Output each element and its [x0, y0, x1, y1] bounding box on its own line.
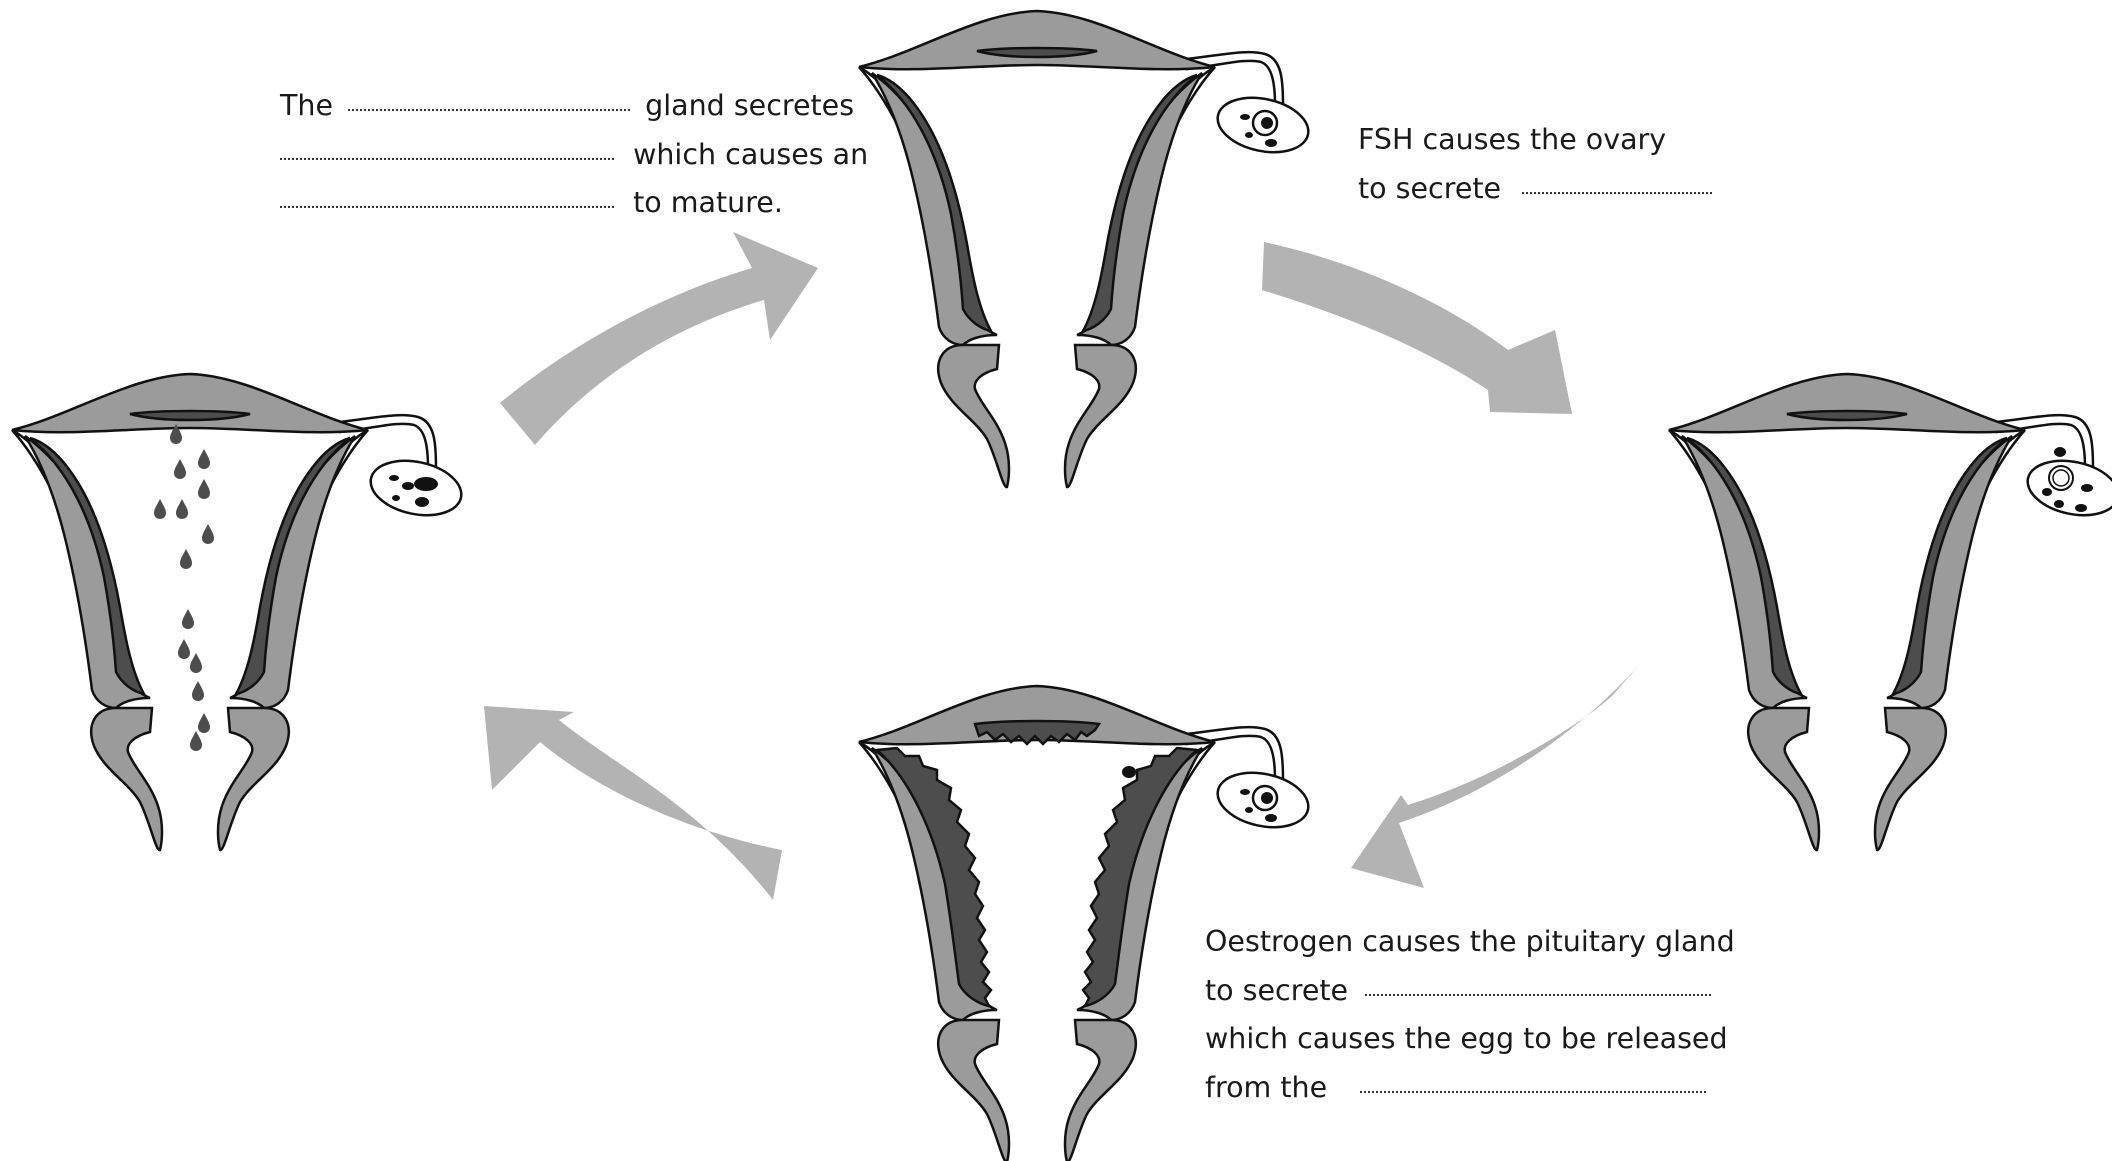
caption-oestrogen-line3: which causes the egg to be released — [1205, 1015, 1728, 1064]
arrow-ovary-to-lining — [1351, 656, 1647, 888]
blank-hormone-secreted[interactable] — [280, 158, 614, 160]
blood-drops — [154, 424, 214, 751]
caption-fsh-line2-pre: to secrete — [1358, 165, 1501, 214]
caption-oestrogen-line1: Oestrogen causes the pituitary gland — [1205, 918, 1735, 967]
arrow-pituitary-to-ovary — [1262, 242, 1572, 414]
caption-oestrogen: Oestrogen causes the pituitary gland to … — [1205, 918, 1735, 1112]
caption-oestrogen-line4-pre: from the — [1205, 1064, 1327, 1113]
caption-pituitary-line1-post: gland secretes — [645, 82, 854, 131]
blank-gland-name[interactable] — [348, 109, 630, 111]
uterus-menstruation — [12, 374, 466, 850]
caption-fsh-line1: FSH causes the ovary — [1358, 116, 1666, 165]
caption-oestrogen-line2-pre: to secrete — [1205, 967, 1348, 1016]
caption-pituitary-line3-post: to mature. — [633, 179, 783, 228]
uterus-top — [859, 11, 1313, 487]
caption-pituitary-line1-pre: The — [280, 82, 333, 131]
blank-egg-released-from[interactable] — [1360, 1091, 1706, 1093]
blank-ovary-secretes[interactable] — [1522, 192, 1712, 194]
blank-pituitary-secretes[interactable] — [1365, 994, 1711, 996]
blank-thing-matures[interactable] — [280, 206, 614, 208]
uterus-right — [1669, 374, 2112, 850]
caption-pituitary-line2-post: which causes an — [633, 131, 868, 180]
caption-pituitary: The gland secretes which causes an to ma… — [280, 82, 868, 228]
caption-fsh: FSH causes the ovary to secrete — [1358, 116, 1712, 213]
arrow-menstruation-to-pituitary — [500, 232, 818, 445]
arrow-lining-to-menstruation — [484, 706, 782, 900]
